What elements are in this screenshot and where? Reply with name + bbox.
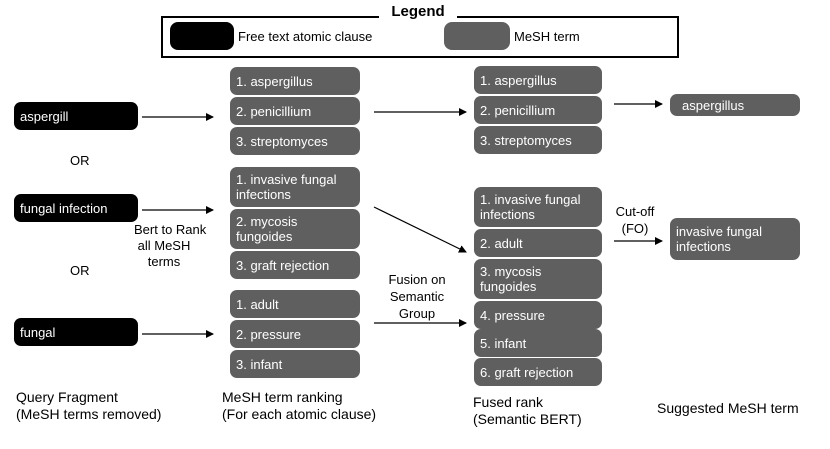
mesh-rank-item: 1. invasive fungal infections: [230, 167, 360, 207]
mesh-rank-item: 2. penicillium: [230, 97, 360, 125]
fused-rank-item: 3. streptomyces: [474, 126, 602, 154]
fused-rank-item: 4. pressure: [474, 301, 602, 329]
bert-label-line: Bert to Rank: [134, 222, 207, 237]
ranking-caption: (For each atomic clause): [222, 406, 377, 422]
mesh-rank-item: 3. streptomyces: [230, 127, 360, 155]
mesh-rank-item: 2. mycosis fungoides: [230, 209, 360, 249]
suggested-mesh-term: invasive fungal infections: [670, 218, 800, 260]
legend-title: Legend: [379, 2, 457, 24]
legend-free-text-label: Free text atomic clause: [238, 29, 373, 44]
mesh-rank-item: 1. adult: [230, 290, 360, 318]
cutoff-label-line: (FO): [621, 221, 649, 236]
fused-rank-item: 2. penicillium: [474, 96, 602, 124]
query-clause: aspergill: [14, 102, 138, 130]
ranking-caption: MeSH term ranking: [222, 389, 343, 405]
fusion-label-line: Semantic: [389, 289, 445, 304]
legend-mesh-swatch: [444, 22, 510, 50]
fused-rank-item: 6. graft rejection: [474, 358, 602, 386]
fused-caption: (Semantic BERT): [473, 411, 582, 427]
mesh-rank-item: 3. infant: [230, 350, 360, 378]
suggested-mesh-term: aspergillus: [670, 94, 800, 116]
fused-rank-item: 1. invasive fungal infections: [474, 187, 602, 227]
arrow: [373, 206, 467, 253]
or-label: OR: [70, 263, 90, 278]
fused-rank-item: 1. aspergillus: [474, 66, 602, 94]
fused-caption: Fused rank: [473, 394, 544, 410]
legend-free-text-swatch: [170, 22, 234, 50]
fused-rank-item: 5. infant: [474, 329, 602, 357]
query-clause: fungal infection: [14, 194, 138, 222]
query-caption: Query Fragment: [16, 389, 118, 405]
fused-rank-item: 2. adult: [474, 229, 602, 257]
or-label: OR: [70, 153, 90, 168]
fused-rank-item: 3. mycosis fungoides: [474, 259, 602, 299]
bert-label-line: terms: [147, 254, 181, 269]
legend-mesh-label: MeSH term: [514, 29, 580, 44]
fusion-label-line: Group: [398, 306, 436, 321]
mesh-rank-item: 1. aspergillus: [230, 67, 360, 95]
cutoff-label-line: Cut-off: [615, 204, 655, 219]
bert-label-line: all MeSH: [137, 238, 191, 253]
mesh-rank-item: 2. pressure: [230, 320, 360, 348]
query-clause: fungal: [14, 318, 138, 346]
fusion-label-line: Fusion on: [388, 272, 446, 287]
mesh-rank-item: 3. graft rejection: [230, 251, 360, 279]
query-caption: (MeSH terms removed): [16, 406, 162, 422]
suggested-caption: Suggested MeSH term: [657, 400, 799, 416]
